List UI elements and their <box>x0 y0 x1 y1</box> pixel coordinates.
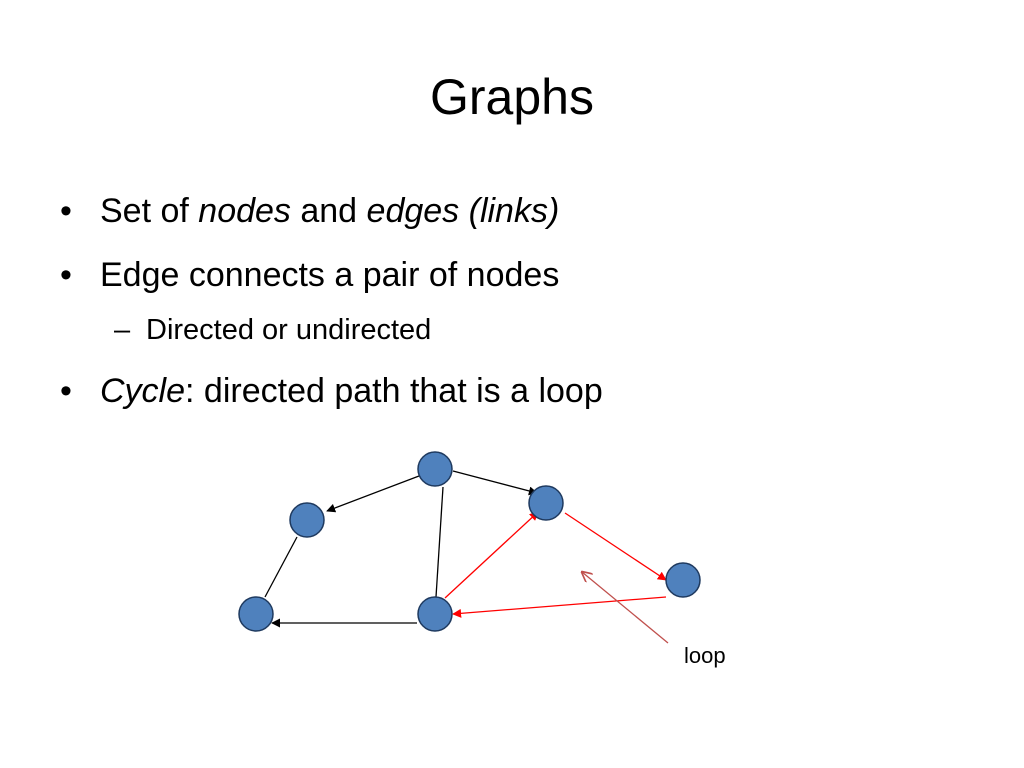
bullet-marker: • <box>60 192 72 230</box>
graph-node <box>417 451 453 487</box>
sub-bullet-item: – Directed or undirected <box>60 310 980 350</box>
graph-node <box>289 502 325 538</box>
cycle-edge <box>564 512 667 581</box>
edge-undirected <box>264 536 298 598</box>
bullet-item: • Edge connects a pair of nodes <box>60 252 980 298</box>
slide-title: Graphs <box>430 69 594 125</box>
edge-undirected <box>435 486 444 598</box>
bullet-text-part: Set of <box>100 192 199 230</box>
graph-node <box>665 562 701 598</box>
graph-node <box>528 485 564 521</box>
bullet-list: • Set of nodes and edges (links) • Edge … <box>60 188 980 432</box>
edge-directed <box>326 475 420 513</box>
graph-node <box>238 596 274 632</box>
bullet-text-part: Edge connects a pair of nodes <box>100 256 560 294</box>
edge-directed <box>452 470 538 496</box>
loop-label: loop <box>684 643 726 668</box>
bullet-marker: • <box>60 372 72 410</box>
bullet-item: • Set of nodes and edges (links) <box>60 188 980 234</box>
bullet-text-part: and <box>290 192 367 230</box>
bullet-text-part: : directed path that is a loop <box>185 372 603 410</box>
cycle-edge <box>444 511 539 599</box>
bullet-item: • Cycle: directed path that is a loop <box>60 368 980 414</box>
sub-bullet-marker: – <box>114 314 131 346</box>
loop-pointer-arrow <box>582 572 669 644</box>
graph-node <box>417 596 453 632</box>
cycle-edge <box>452 596 667 618</box>
bullet-text-part-italic: nodes <box>198 192 291 230</box>
bullet-text-part-italic: Cycle <box>100 372 186 410</box>
sub-bullet-text: Directed or undirected <box>146 314 432 346</box>
bullet-marker: • <box>60 256 72 294</box>
bullet-text-part-italic: edges (links) <box>366 192 560 230</box>
